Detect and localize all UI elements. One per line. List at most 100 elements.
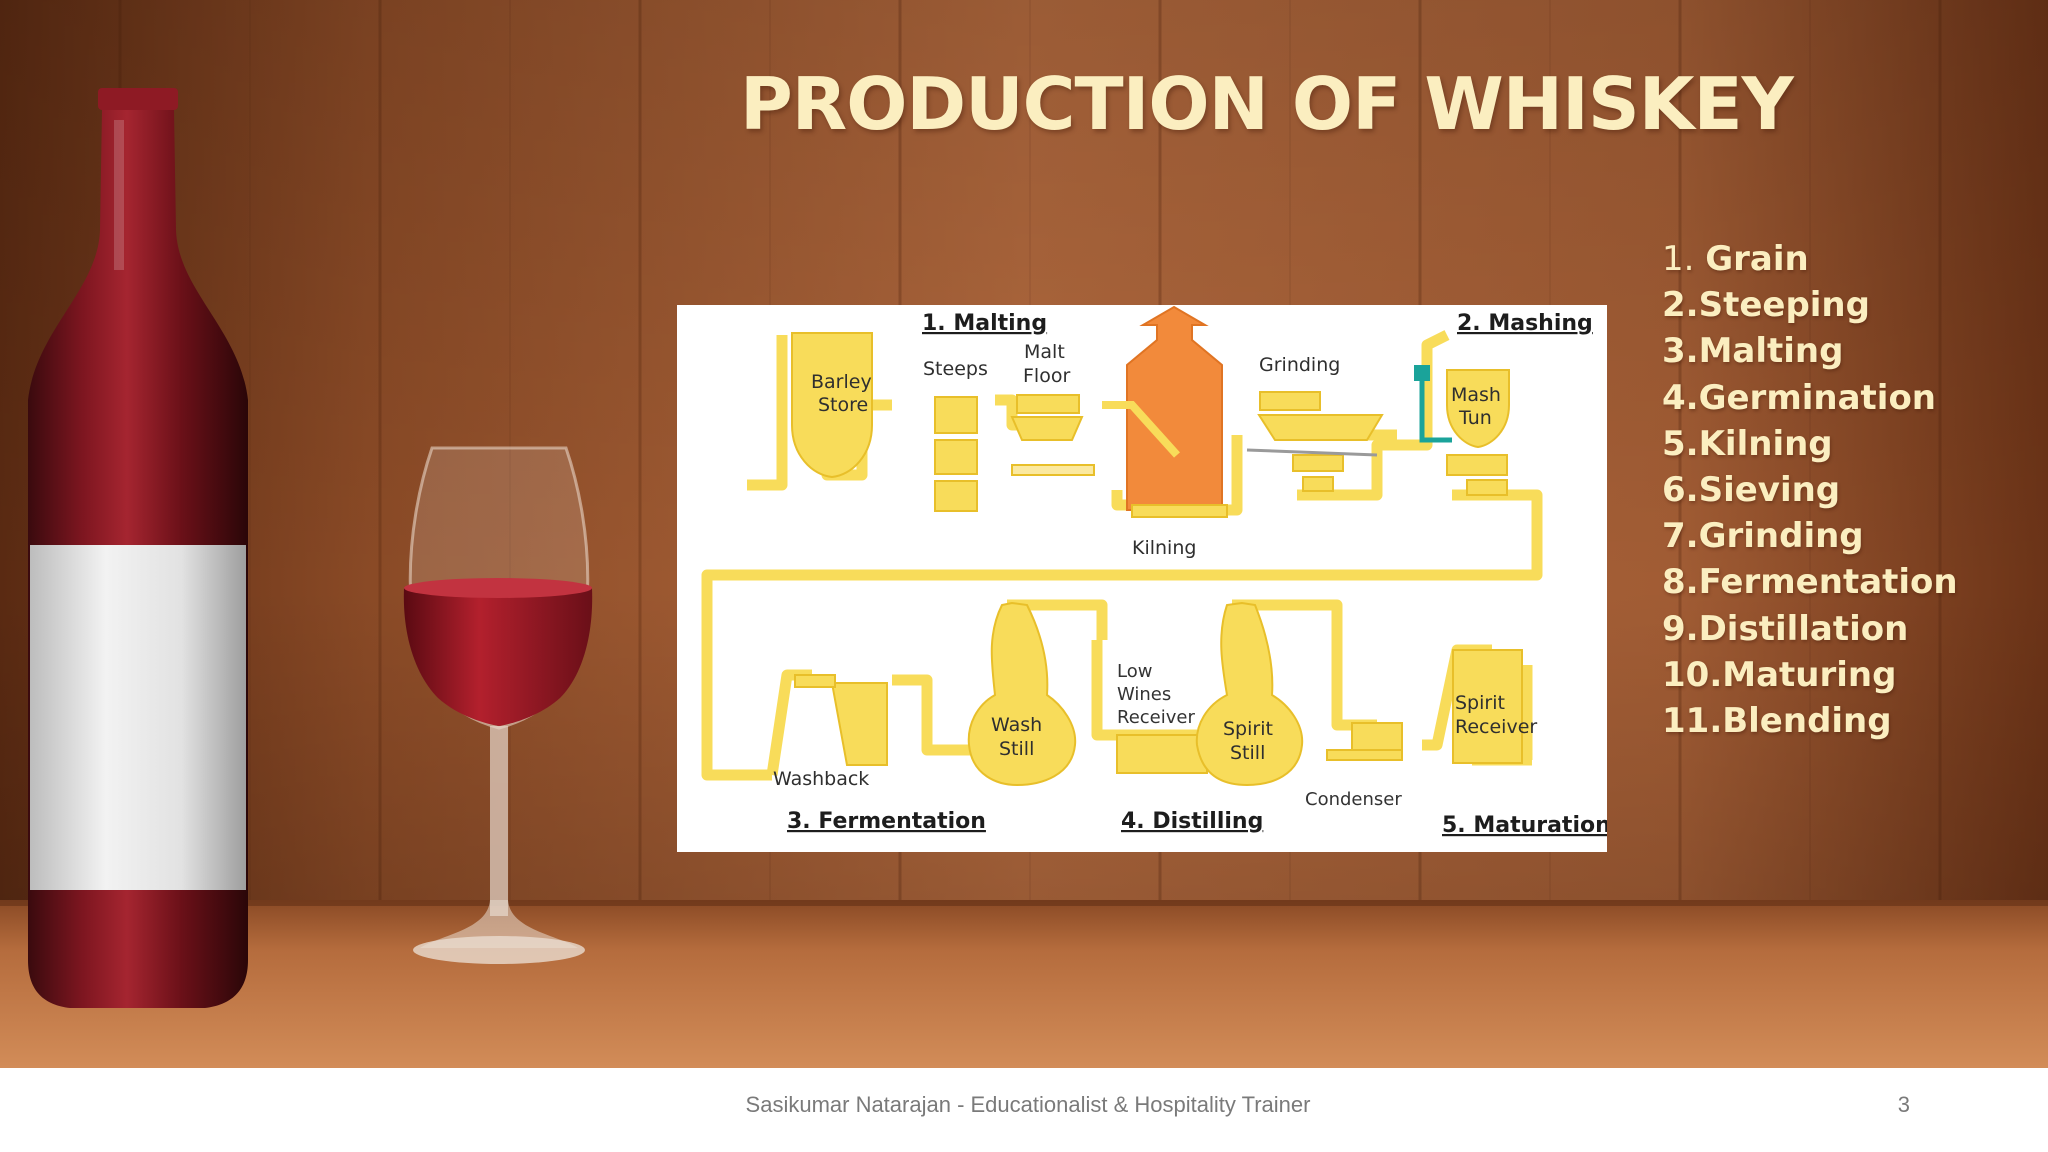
label-wash-still-2: Still <box>999 738 1034 760</box>
step-number: 6. <box>1662 470 1699 511</box>
step-number: 9. <box>1662 608 1699 649</box>
label-spirit-still-2: Still <box>1230 742 1265 764</box>
mash-tun-vessel <box>1446 369 1510 449</box>
step-item: 8.Fermentation <box>1662 559 1958 605</box>
step-number: 11. <box>1662 701 1723 742</box>
step-label: Fermentation <box>1698 562 1958 603</box>
label-kilning: Kilning <box>1132 537 1196 559</box>
step-item: 9.Distillation <box>1662 606 1958 652</box>
label-mash-tun-1: Mash <box>1451 384 1501 406</box>
step-label: Grain <box>1705 239 1809 279</box>
kiln-base <box>1131 504 1228 518</box>
background-art <box>0 0 2048 1068</box>
step-label: Distillation <box>1698 608 1909 649</box>
label-malt-floor-1: Malt <box>1024 341 1065 363</box>
step-item: 7.Grinding <box>1662 513 1958 559</box>
step-number: 1. <box>1662 239 1706 279</box>
step-label: Maturing <box>1722 654 1897 695</box>
label-barley-store-1: Barley <box>811 371 872 393</box>
spirit-still-vessel <box>1195 601 1304 787</box>
label-wash-still-1: Wash <box>991 714 1042 736</box>
grinding-vessel-1 <box>1259 391 1321 411</box>
step-item: 2.Steeping <box>1662 282 1958 328</box>
process-steps-list: 1. Grain 2.Steeping 3.Malting 4.Germinat… <box>1662 236 1958 744</box>
wine-bottle <box>28 88 248 1008</box>
page-number: 3 <box>1897 1092 1910 1117</box>
label-mash-tun-2: Tun <box>1458 407 1492 429</box>
label-condenser: Condenser <box>1305 789 1402 810</box>
step-item: 5.Kilning <box>1662 421 1958 467</box>
wash-still-vessel <box>967 601 1077 787</box>
step-label: Steeping <box>1698 285 1870 326</box>
mash-tun-base-2 <box>1466 479 1508 496</box>
malt-floor-base <box>1011 464 1095 476</box>
mash-tun-base-1 <box>1446 454 1508 476</box>
label-spirit-still-1: Spirit <box>1223 718 1273 740</box>
footer-credit: Sasikumar Natarajan - Educationalist & H… <box>745 1092 1311 1117</box>
barley-store-vessel <box>791 332 873 479</box>
wine-glass <box>403 446 593 964</box>
vessels <box>791 332 1523 787</box>
kiln-roof <box>1126 305 1223 511</box>
mash-tun-valve <box>1419 375 1452 443</box>
diagram-svg: 1. Malting 2. Mashing 3. Fermentation 4.… <box>701 305 1607 838</box>
label-low-wines-2: Wines <box>1117 684 1171 705</box>
step-number: 4. <box>1662 377 1699 418</box>
heading-mashing: 2. Mashing <box>1457 311 1593 336</box>
whiskey-process-diagram: 1. Malting 2. Mashing 3. Fermentation 4.… <box>677 305 1607 852</box>
label-low-wines-3: Receiver <box>1117 707 1195 728</box>
heading-fermentation: 3. Fermentation <box>787 809 986 834</box>
step-label: Grinding <box>1698 516 1864 557</box>
steeps-vessel-2 <box>934 439 978 475</box>
step-label: Blending <box>1722 701 1892 742</box>
grinding-hopper <box>1257 414 1384 441</box>
heading-distilling: 4. Distilling <box>1121 809 1263 834</box>
mash-tun-valve-head <box>1414 365 1430 381</box>
malt-floor-vessel <box>1016 394 1080 414</box>
label-grinding: Grinding <box>1259 354 1340 376</box>
step-item: 1. Grain <box>1662 236 1958 282</box>
malt-floor-tray <box>1010 416 1084 441</box>
step-item: 4.Germination <box>1662 375 1958 421</box>
step-number: 10. <box>1662 654 1723 695</box>
grinding-vessel-2 <box>1292 454 1344 472</box>
label-barley-store-2: Store <box>818 394 868 416</box>
step-number: 3. <box>1662 331 1699 372</box>
step-label: Sieving <box>1698 470 1841 511</box>
step-label: Kilning <box>1698 423 1833 464</box>
step-item: 6.Sieving <box>1662 467 1958 513</box>
kiln-chute <box>1102 401 1180 458</box>
wood-background <box>0 0 2048 1068</box>
label-spirit-receiver-2: Receiver <box>1455 716 1537 738</box>
washback-top <box>794 674 836 688</box>
label-low-wines-1: Low <box>1117 661 1152 682</box>
label-washback: Washback <box>773 768 869 790</box>
kiln-group <box>1102 305 1228 518</box>
spirit-receiver-vessel <box>1452 649 1523 764</box>
step-item: 10.Maturing <box>1662 652 1958 698</box>
washback-vessel <box>830 682 888 766</box>
steeps-vessel-1 <box>934 396 978 434</box>
low-wines-receiver-vessel <box>1116 734 1208 774</box>
step-number: 8. <box>1662 562 1699 603</box>
grinding-belt <box>1246 448 1378 457</box>
grinding-vessel-3 <box>1302 476 1334 492</box>
step-label: Malting <box>1698 331 1844 372</box>
heading-malting: 1. Malting <box>922 311 1047 336</box>
steeps-vessel-3 <box>934 480 978 512</box>
step-label: Germination <box>1698 377 1937 418</box>
step-item: 3.Malting <box>1662 328 1958 374</box>
slide-title: PRODUCTION OF WHISKEY <box>740 62 1794 146</box>
step-number: 5. <box>1662 423 1699 464</box>
diagram-labels: 1. Malting 2. Mashing 3. Fermentation 4.… <box>773 311 1607 838</box>
condenser-base <box>1326 749 1403 761</box>
label-steeps: Steeps <box>923 358 988 380</box>
step-item: 11.Blending <box>1662 698 1958 744</box>
condenser-vessel <box>1351 722 1403 752</box>
step-number: 7. <box>1662 516 1699 557</box>
label-malt-floor-2: Floor <box>1023 365 1070 387</box>
label-spirit-receiver-1: Spirit <box>1455 692 1505 714</box>
heading-maturation: 5. Maturation <box>1442 813 1607 838</box>
step-number: 2. <box>1662 285 1699 326</box>
